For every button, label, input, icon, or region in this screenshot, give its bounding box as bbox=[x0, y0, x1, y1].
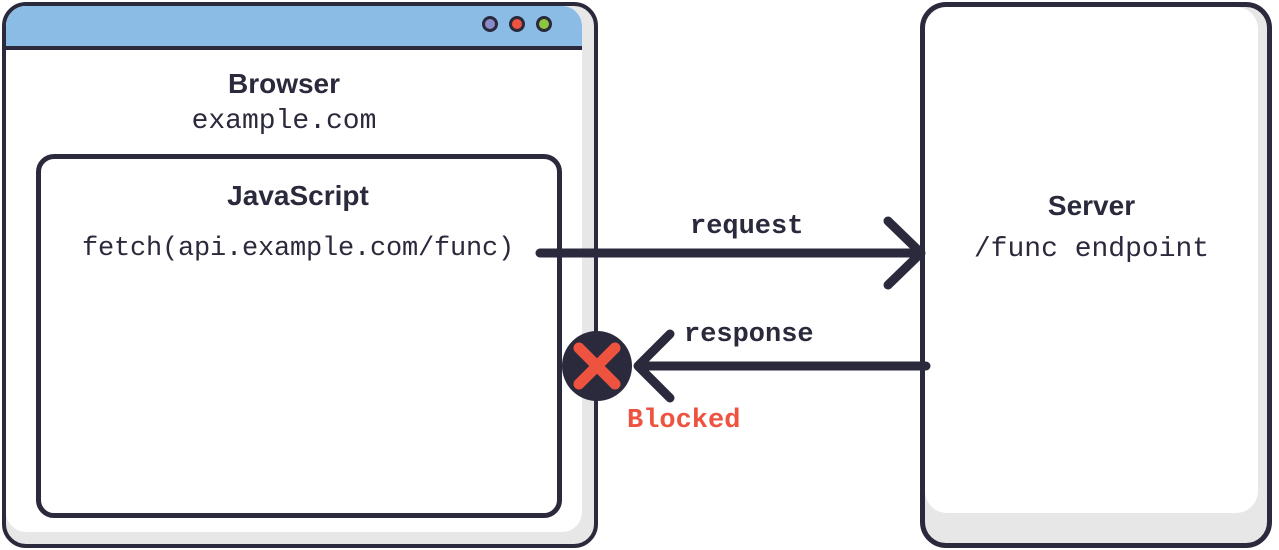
request-label: request bbox=[690, 212, 804, 242]
server-panel-body bbox=[925, 7, 1258, 513]
minimize-dot-icon[interactable] bbox=[482, 16, 498, 32]
browser-url: example.com bbox=[191, 106, 377, 137]
blocked-label: Blocked bbox=[627, 406, 741, 436]
server-panel bbox=[920, 2, 1272, 548]
browser-title: Browser bbox=[227, 68, 341, 99]
window-controls bbox=[482, 16, 552, 32]
javascript-box-title: JavaScript bbox=[227, 180, 369, 211]
maximize-dot-icon[interactable] bbox=[509, 16, 525, 32]
javascript-fetch-call: fetch(api.example.com/func) bbox=[81, 234, 515, 264]
response-label: response bbox=[684, 320, 814, 350]
close-dot-icon[interactable] bbox=[536, 16, 552, 32]
server-endpoint: /func endpoint bbox=[973, 234, 1210, 265]
server-title: Server bbox=[1047, 190, 1136, 221]
javascript-box bbox=[36, 154, 562, 518]
browser-titlebar bbox=[6, 6, 582, 50]
